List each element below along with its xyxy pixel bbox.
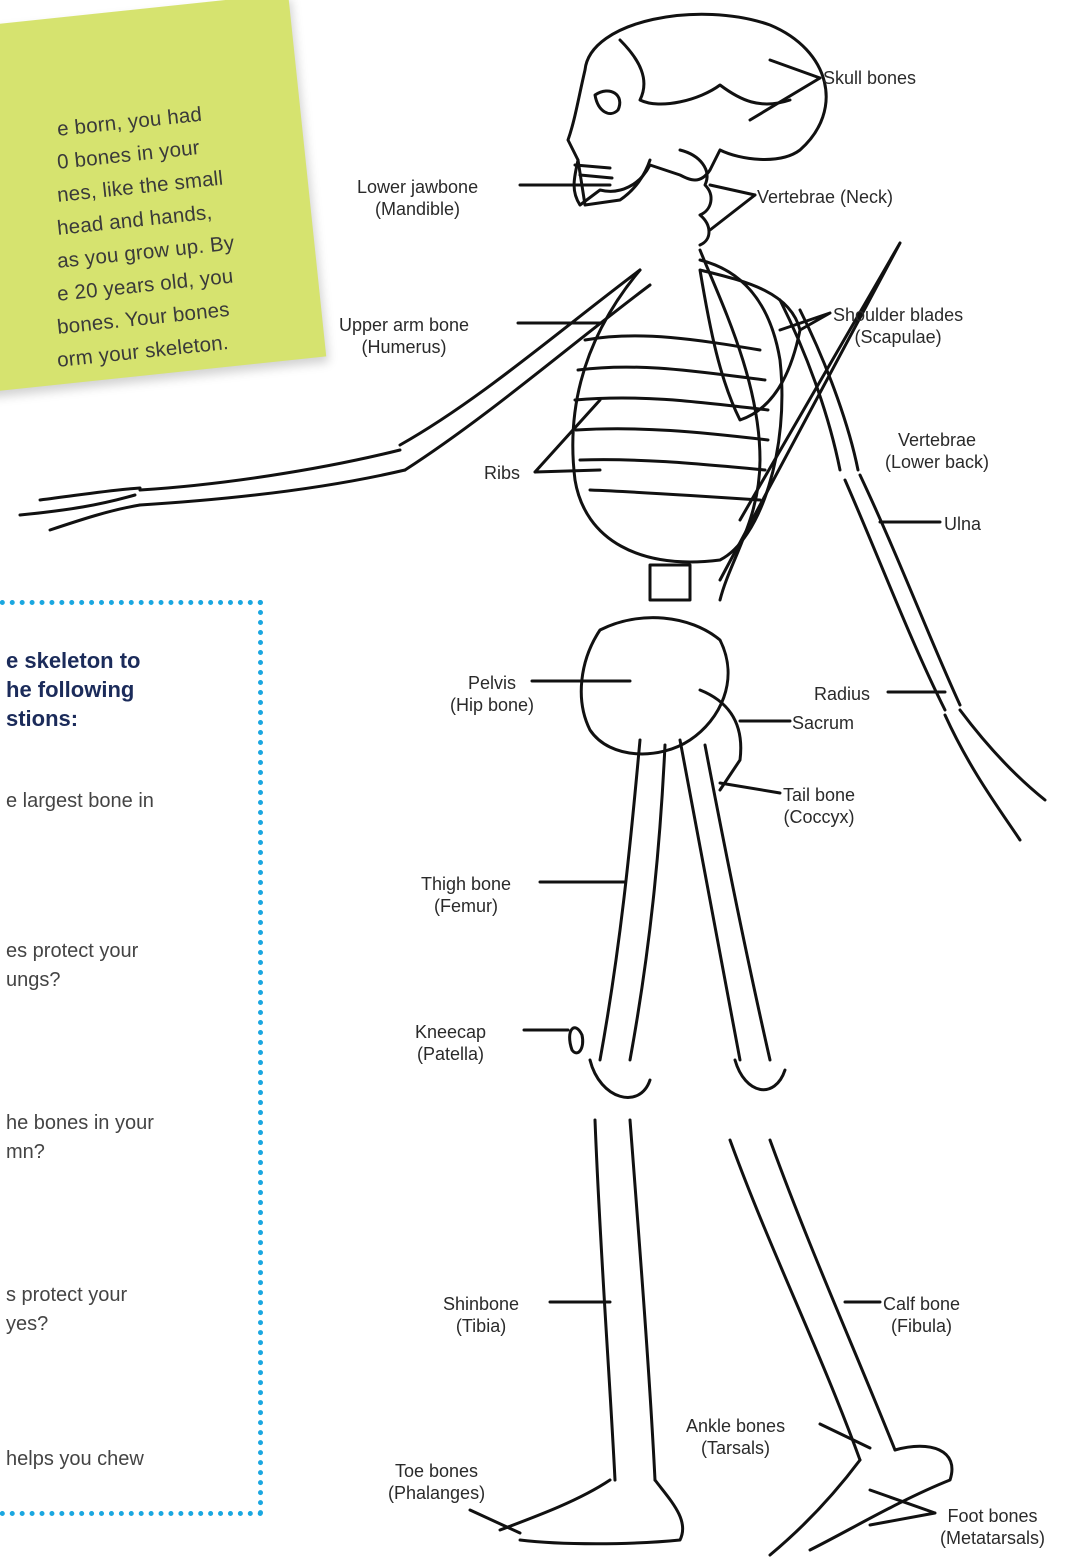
knee-right [735, 1060, 785, 1090]
label-thigh-bone: Thigh bone(Femur) [421, 873, 511, 917]
label-shoulder-blades: Shoulder blades(Scapulae) [833, 304, 963, 348]
label-ulna: Ulna [944, 513, 981, 535]
tibia-left [595, 1120, 655, 1480]
leader-skull [750, 60, 820, 120]
femur-left [600, 740, 665, 1060]
humerus-outline [405, 285, 650, 470]
leader-tarsals [820, 1424, 870, 1448]
label-ankle-bones: Ankle bones(Tarsals) [686, 1415, 785, 1459]
rib [590, 490, 760, 500]
hand [20, 488, 140, 530]
leader-neck [710, 185, 755, 230]
label-vertebrae-lower-back: Vertebrae(Lower back) [885, 429, 989, 473]
label-calf-bone: Calf bone(Fibula) [883, 1293, 960, 1337]
knee-left [590, 1060, 650, 1097]
label-skull-bones: Skull bones [823, 67, 916, 89]
forearm-right [845, 475, 960, 710]
label-upper-arm-bone: Upper arm bone(Humerus) [339, 314, 469, 358]
label-tail-bone: Tail bone(Coccyx) [783, 784, 855, 828]
kneecap [570, 1028, 583, 1053]
label-pelvis: Pelvis(Hip bone) [450, 672, 534, 716]
rib [580, 460, 765, 470]
skull-suture [620, 40, 790, 104]
spine [700, 250, 760, 600]
scapula [700, 270, 800, 420]
pelvis [581, 618, 728, 754]
leader-lowerback [720, 243, 900, 580]
foot-left [500, 1480, 683, 1544]
leader-phalanges [470, 1510, 520, 1533]
forearm [140, 450, 405, 505]
label-lower-jawbone: Lower jawbone(Mandible) [357, 176, 478, 220]
rib [578, 367, 765, 380]
vertebra-lower [650, 565, 690, 600]
label-radius: Radius [814, 683, 870, 705]
foot-right [770, 1446, 952, 1555]
rib [575, 398, 768, 410]
eye-socket [595, 91, 620, 114]
rib [585, 336, 760, 350]
tibia-right [730, 1140, 895, 1460]
neck-vertebrae [680, 150, 711, 245]
hand-right [945, 710, 1045, 840]
leader-metatarsals [870, 1490, 935, 1525]
rib [576, 429, 768, 440]
label-vertebrae-neck: Vertebrae (Neck) [757, 186, 893, 208]
label-sacrum: Sacrum [792, 712, 854, 734]
label-kneecap: Kneecap(Patella) [415, 1021, 486, 1065]
label-ribs: Ribs [484, 462, 520, 484]
label-foot-bones: Foot bones(Metatarsals) [940, 1505, 1045, 1549]
label-toe-bones: Toe bones(Phalanges) [388, 1460, 485, 1504]
label-shinbone: Shinbone(Tibia) [443, 1293, 519, 1337]
leader-tail [720, 783, 780, 793]
